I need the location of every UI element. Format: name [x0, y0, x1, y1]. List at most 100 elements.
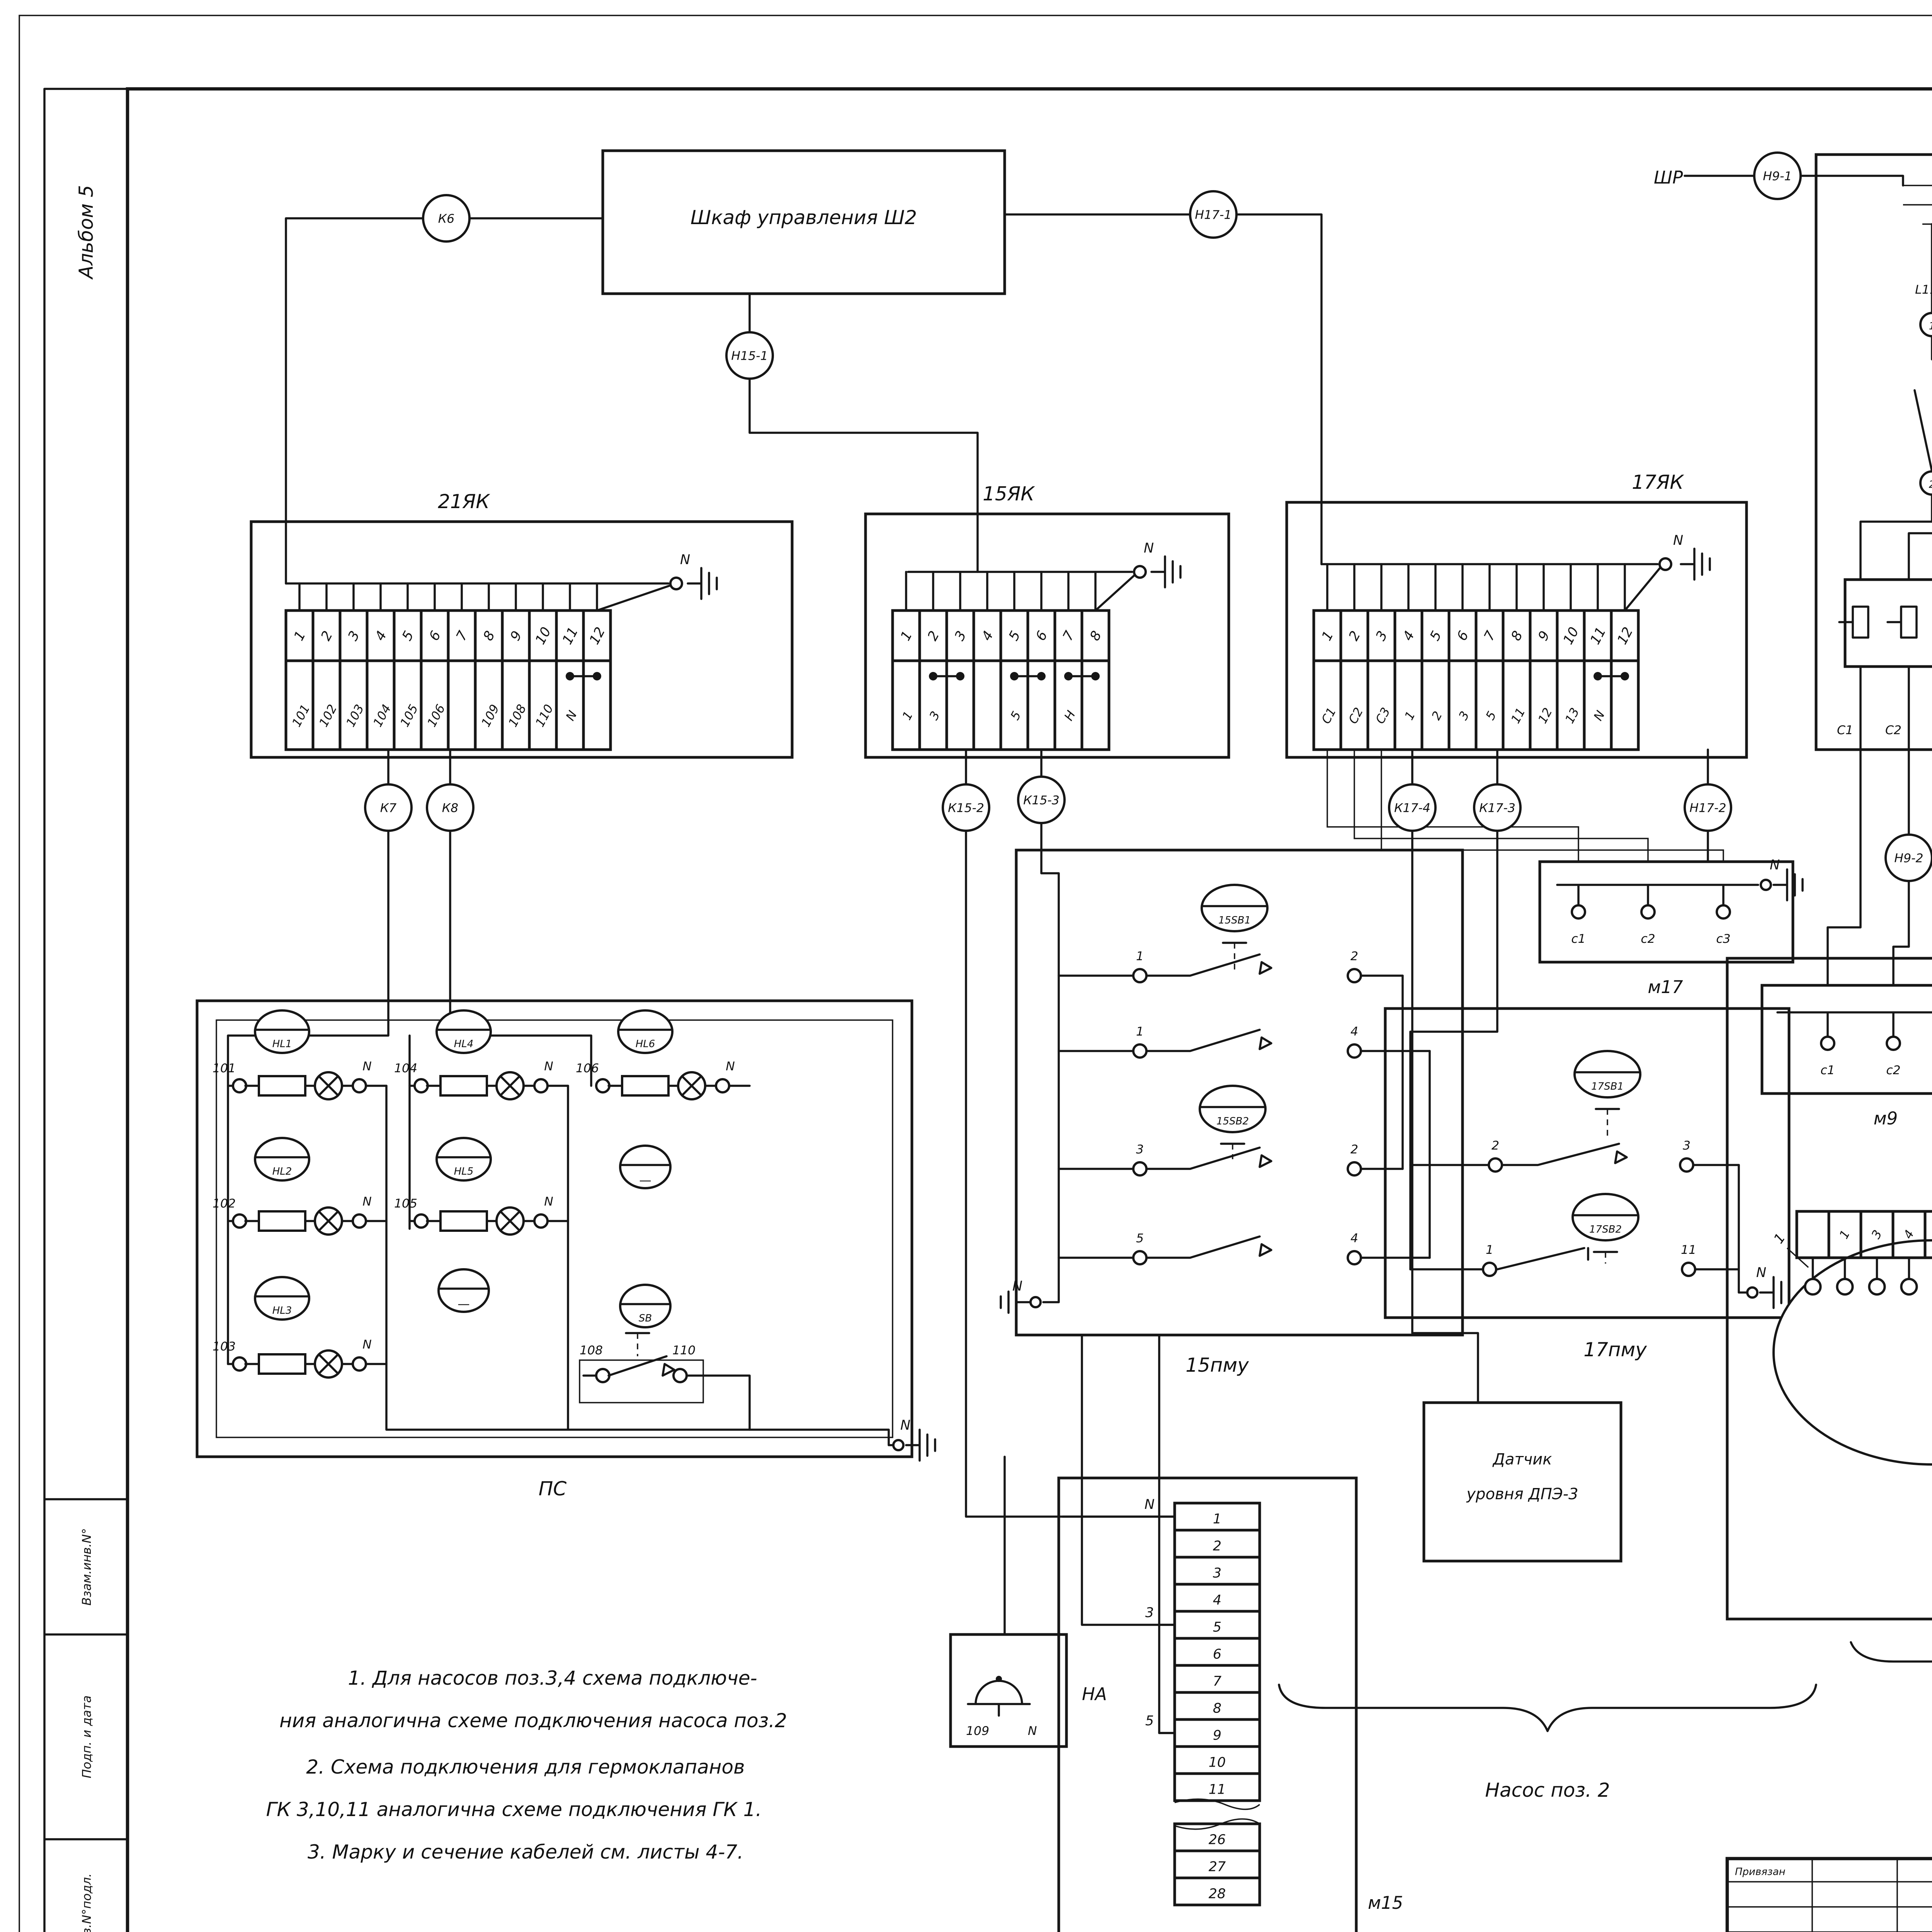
terminal-cell [1393, 659, 1423, 751]
terminal-number: 6 [426, 628, 444, 643]
terminal-number: 1 [1319, 628, 1337, 643]
svg-text:4: 4 [1350, 1025, 1358, 1039]
svg-text:3: 3 [1145, 1605, 1154, 1621]
wire-tag-label: Н9-1 [1763, 170, 1792, 184]
level-sensor: Датчик уровня ДПЭ-3 [1422, 1401, 1622, 1563]
terminal-wire-number: 1 [1402, 709, 1418, 723]
cabinet-label: Шкаф управления Ш2 [690, 206, 917, 229]
terminal-cell [1173, 1876, 1261, 1906]
wire-tag-k8: К8 [426, 783, 475, 832]
strip-entry-wires [1061, 1515, 1176, 1734]
svg-text:с2: с2 [1886, 1063, 1900, 1077]
terminal-number: 4 [1213, 1593, 1221, 1608]
ground-icon [1681, 549, 1710, 580]
terminal-wire-number: 101 [289, 702, 313, 729]
terminal-cell [1447, 659, 1478, 751]
terminal-number: 26 [1209, 1832, 1226, 1848]
svg-text:N: N [544, 1060, 553, 1073]
terminal-number: 10 [532, 625, 554, 647]
svg-text:110: 110 [672, 1344, 696, 1357]
svg-text:1: 1 [1771, 1231, 1789, 1247]
terminal-cell [972, 659, 1002, 751]
svg-text:2: 2 [1929, 479, 1932, 491]
svg-text:106: 106 [576, 1061, 599, 1075]
terminal-number: 1 [291, 628, 309, 643]
svg-text:15SB2: 15SB2 [1216, 1116, 1249, 1127]
svg-text:N: N [362, 1338, 372, 1352]
wire-tag-n172: Н17-2 [1683, 783, 1732, 832]
terminal-number: 5 [1213, 1620, 1221, 1635]
terminal-cell [1312, 659, 1342, 751]
terminal-wire-number: 3 [927, 709, 943, 723]
svg-text:3: 3 [1136, 1143, 1144, 1156]
svg-text:N: N [544, 1195, 553, 1209]
terminal-wire-number: 12 [1536, 706, 1555, 726]
svg-text:м15: м15 [1368, 1893, 1403, 1913]
svg-text:105: 105 [394, 1197, 417, 1211]
sq-terminal [1836, 1277, 1854, 1296]
terminal-number: 7 [1060, 628, 1078, 643]
ground-icon [1151, 556, 1180, 587]
sq-label-cell [1923, 1210, 1932, 1259]
neutral-label: N [1144, 541, 1154, 556]
wire-tag-label: К8 [442, 801, 458, 815]
svg-text:2. Схема подключения для гермо: 2. Схема подключения для гермоклапанов [306, 1756, 745, 1778]
terminal-wire-number: 102 [316, 702, 340, 729]
bell-ha: 109 N НА [949, 1456, 1107, 1748]
notes: 1. Для насосов поз.3,4 схема подключе- н… [266, 1667, 787, 1863]
svg-text:НL2: НL2 [272, 1166, 292, 1177]
germo-bracket: Гермоклапан ГК 1 [1850, 1641, 1932, 1663]
terminal-number: 9 [507, 628, 525, 643]
svg-text:Привязан: Привязан [1735, 1866, 1786, 1878]
svg-text:3: 3 [1683, 1139, 1690, 1153]
jumper-dot [1010, 672, 1019, 680]
jumper-dot [956, 672, 964, 680]
wire-tag-label: К15-2 [948, 801, 984, 815]
terminal-number: 2 [1213, 1538, 1221, 1554]
terminal-number: 7 [1481, 628, 1499, 643]
terminal-cell [1173, 1772, 1261, 1802]
terminal-cell [1420, 659, 1451, 751]
svg-text:104: 104 [394, 1061, 417, 1075]
terminal-number: 11 [560, 625, 581, 647]
wire-tag-n15: Н15-1 [725, 331, 774, 380]
block-title: 15ЯК [983, 483, 1035, 505]
svg-text:ния аналогична схеме подклю: ния аналогична схеме подключения насоса … [279, 1709, 787, 1732]
svg-text:SB: SB [639, 1313, 652, 1324]
terminal-number: 10 [1209, 1755, 1226, 1770]
wire-tag-label: К17-3 [1479, 801, 1515, 815]
stamp-podp: Подп. и дата [80, 1696, 94, 1779]
terminal-number: 3 [952, 628, 969, 643]
thermal-relay-kk1: КК1 С1 С2 С3 [1827, 578, 1932, 986]
terminal-number: 4 [1400, 628, 1418, 643]
terminal-wire-number: 11 [1509, 706, 1528, 726]
svg-text:НА: НА [1082, 1684, 1107, 1704]
sq-label: 4 [1901, 1228, 1917, 1242]
terminal-wire-number: N [1591, 708, 1608, 723]
svg-text:с1: с1 [1820, 1063, 1835, 1077]
terminal-number: 10 [1560, 625, 1582, 647]
terminal-cell [1366, 659, 1396, 751]
svg-text:2: 2 [1350, 949, 1358, 963]
wire-tag-label: К6 [438, 212, 454, 226]
jumper-dot [593, 672, 601, 680]
svg-text:1. Для насосов поз.3,4 схема: 1. Для насосов поз.3,4 схема подключе- [348, 1667, 757, 1689]
svg-text:101: 101 [213, 1061, 236, 1075]
terminal-cell [1339, 659, 1369, 751]
terminal-wire-number: 110 [533, 702, 556, 729]
limit-switch-9sq: 1345627 1 9SQ [1771, 1210, 1932, 1466]
terminal-number: 9 [1535, 628, 1553, 643]
svg-text:N: N [1028, 1724, 1037, 1738]
terminal-number: 5 [1006, 628, 1024, 643]
svg-text:НL6: НL6 [636, 1038, 655, 1050]
terminal-number: 3 [345, 628, 363, 643]
wire-tag-k7: К7 [364, 783, 413, 832]
terminal-wire-number: 5 [1483, 709, 1499, 723]
